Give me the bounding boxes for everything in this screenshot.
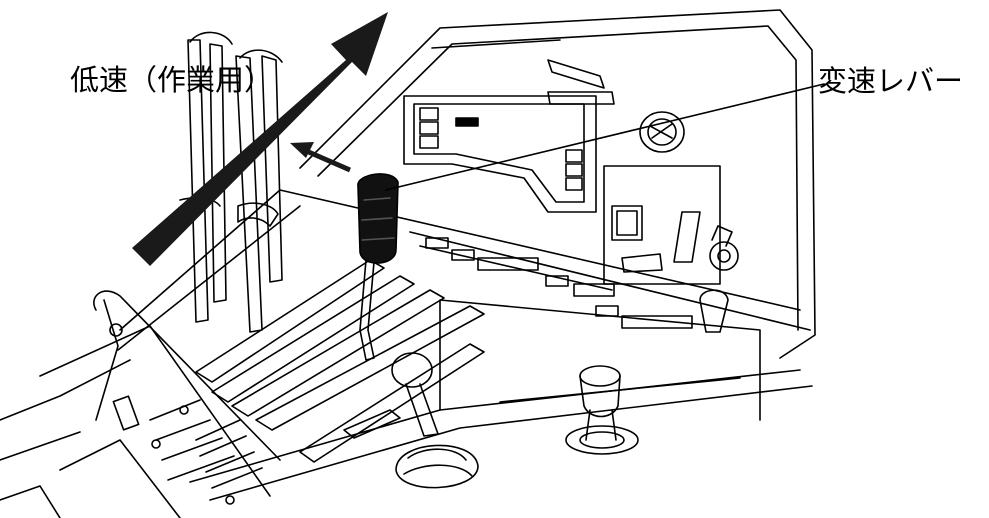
joystick bbox=[566, 366, 638, 454]
shift-lever-label: 変速レバー bbox=[818, 67, 963, 96]
shift-lever-leader-line bbox=[386, 84, 824, 190]
small-motion-arrow bbox=[290, 142, 350, 170]
guard-frame bbox=[0, 291, 280, 518]
shift-lever bbox=[358, 174, 398, 360]
deck bbox=[118, 190, 812, 500]
panel-handle bbox=[548, 60, 614, 104]
low-speed-label: 低速（作業用） bbox=[70, 66, 273, 95]
indicator-cluster bbox=[404, 96, 596, 212]
panel-round-switch bbox=[640, 112, 684, 152]
